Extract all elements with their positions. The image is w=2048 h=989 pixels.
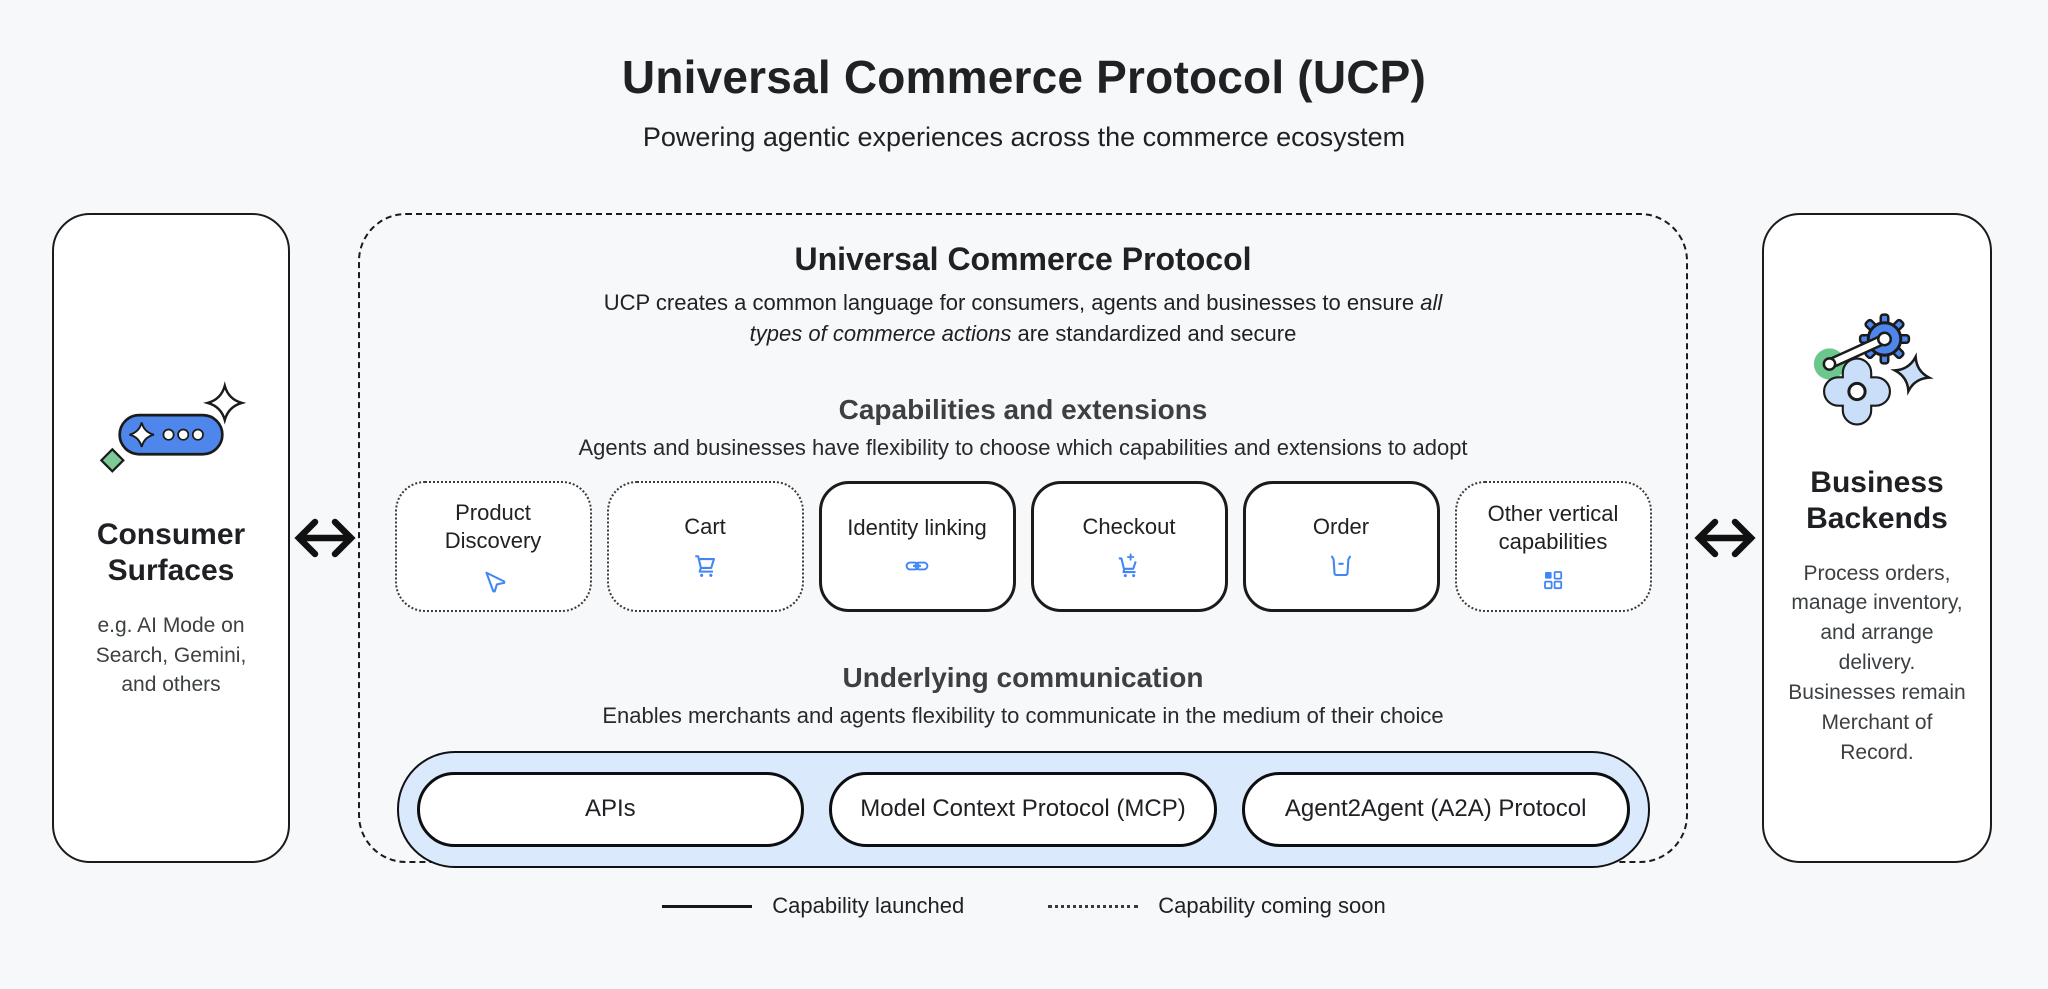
page-title: Universal Commerce Protocol (UCP) bbox=[621, 51, 1427, 103]
send-icon bbox=[480, 567, 506, 593]
legend-launched: Capability launched bbox=[662, 893, 964, 919]
capabilities-section-title: Capabilities and extensions bbox=[838, 393, 1208, 425]
ucp-container: Universal Commerce Protocol UCP creates … bbox=[358, 213, 1688, 868]
ucp-subtitle-italic: all types of commerce actions bbox=[749, 290, 1443, 346]
capability-checkout: Checkout bbox=[1030, 480, 1228, 612]
legend-solid-line bbox=[662, 904, 753, 908]
cart-plus-icon bbox=[1116, 553, 1142, 579]
communication-container: APIs Model Context Protocol (MCP) Agent2… bbox=[396, 750, 1650, 868]
cart-icon bbox=[692, 553, 718, 579]
capabilities-section-subtitle: Agents and businesses have flexibility t… bbox=[578, 434, 1468, 460]
grid-icon bbox=[1541, 568, 1565, 592]
consumer-panel-title: Consumer Surfaces bbox=[96, 517, 246, 587]
capability-order: Order bbox=[1242, 480, 1440, 612]
ai-chat-pill-icon bbox=[96, 376, 247, 491]
capability-other-vertical: Other vertical capabilities bbox=[1454, 480, 1652, 612]
protocol-a2a: Agent2Agent (A2A) Protocol bbox=[1241, 771, 1630, 847]
order-box-icon bbox=[1328, 553, 1354, 579]
consumer-surfaces-panel: Consumer Surfaces e.g. AI Mode on Search… bbox=[52, 213, 290, 863]
capability-identity-linking: Identity linking bbox=[818, 480, 1016, 612]
protocol-apis: APIs bbox=[416, 771, 805, 847]
capabilities-row: Product Discovery Cart bbox=[360, 480, 1686, 612]
link-icon bbox=[903, 554, 931, 578]
legend-coming-soon: Capability coming soon bbox=[1048, 893, 1386, 919]
cog-light-blue bbox=[1823, 357, 1891, 426]
header: Universal Commerce Protocol (UCP) Poweri… bbox=[0, 50, 2048, 153]
gears-icon bbox=[1802, 309, 1952, 439]
page-subtitle: Powering agentic experiences across the … bbox=[642, 122, 1406, 152]
capability-product-discovery: Product Discovery bbox=[394, 480, 592, 612]
consumer-panel-description: e.g. AI Mode on Search, Gemini, and othe… bbox=[95, 613, 247, 697]
capability-cart: Cart bbox=[606, 480, 804, 612]
legend: Capability launched Capability coming so… bbox=[0, 893, 2048, 919]
ucp-title: Universal Commerce Protocol bbox=[794, 241, 1252, 277]
bidirectional-arrow-left bbox=[294, 518, 356, 558]
business-backends-panel: Business Backends Process orders, manage… bbox=[1762, 213, 1992, 863]
communication-section-title: Underlying communication bbox=[842, 661, 1204, 693]
communication-section-subtitle: Enables merchants and agents flexibility… bbox=[602, 702, 1444, 728]
bidirectional-arrow-right bbox=[1694, 518, 1756, 558]
protocol-mcp: Model Context Protocol (MCP) bbox=[829, 771, 1217, 847]
legend-dotted-line bbox=[1048, 904, 1139, 908]
business-panel-title: Business Backends bbox=[1806, 465, 1948, 535]
ucp-subtitle: UCP creates a common language for consum… bbox=[603, 290, 1443, 346]
business-panel-description: Process orders, manage inventory, and ar… bbox=[1788, 561, 1966, 764]
